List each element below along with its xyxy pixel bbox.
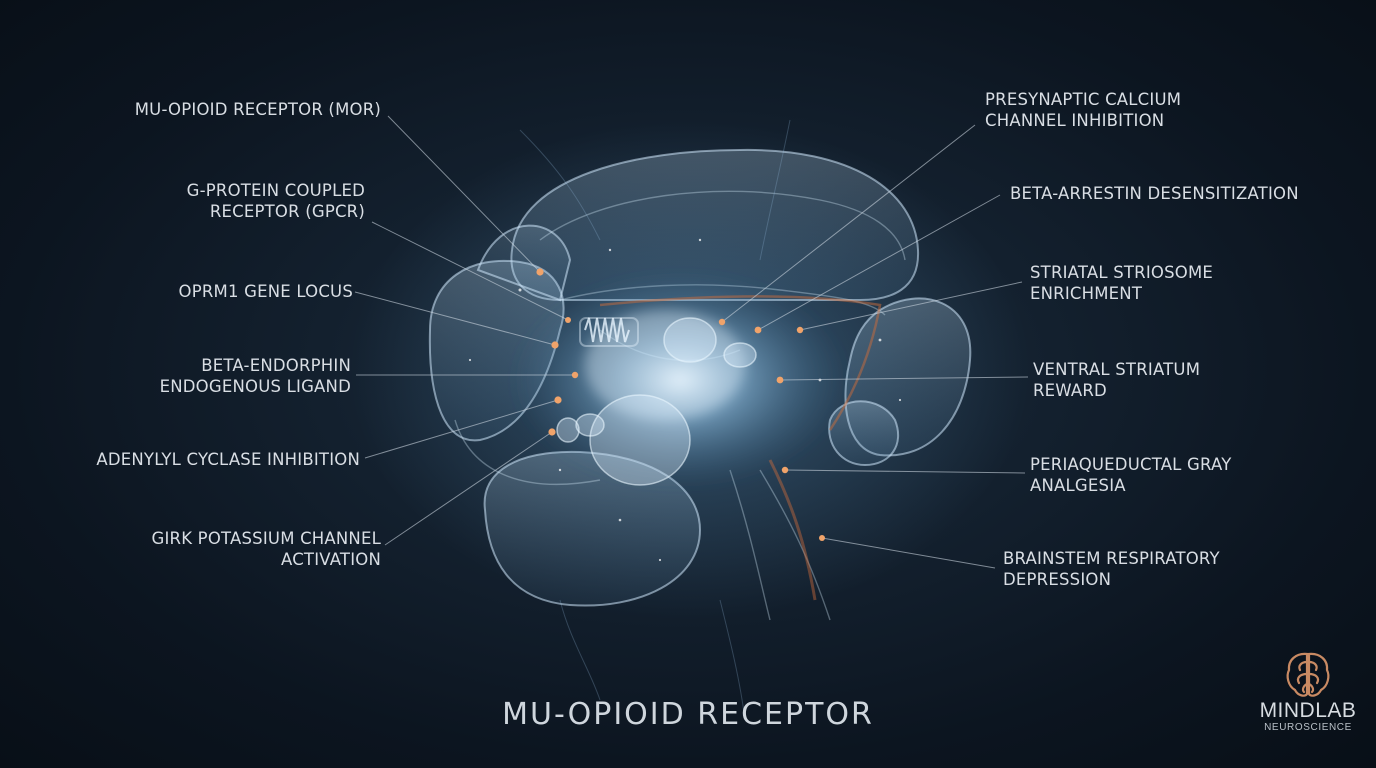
label-brainstem-respiratory: BRAINSTEM RESPIRATORY DEPRESSION — [1003, 549, 1220, 589]
anchor-dots — [536, 268, 825, 541]
label-presynaptic-calcium: PRESYNAPTIC CALCIUM CHANNEL INHIBITION — [985, 90, 1182, 130]
logo-subtitle: NEUROSCIENCE — [1264, 722, 1352, 733]
sparkles — [468, 238, 902, 562]
brain-shell — [428, 148, 972, 607]
label-mor: MU-OPIOID RECEPTOR (MOR) — [134, 100, 381, 119]
leader-lines — [354, 115, 1029, 569]
label-periaqueductal-gray: PERIAQUEDUCTAL GRAY ANALGESIA — [1030, 455, 1232, 495]
nerve-threads — [519, 119, 791, 721]
mindlab-logo: MINDLAB NEUROSCIENCE — [1252, 650, 1364, 750]
label-striatal-striosome: STRIATAL STRIOSOME ENRICHMENT — [1030, 263, 1214, 303]
label-girk: GIRK POTASSIUM CHANNEL ACTIVATION — [151, 529, 381, 569]
label-adenylyl-cyclase: ADENYLYL CYCLASE INHIBITION — [96, 450, 360, 469]
label-gpcr: G-PROTEIN COUPLED RECEPTOR (GPCR) — [186, 181, 365, 221]
label-ventral-striatum: VENTRAL STRIATUM REWARD — [1033, 360, 1201, 400]
diagram-title: MU-OPIOID RECEPTOR — [502, 697, 874, 732]
label-beta-endorphin: BETA-ENDORPHIN ENDOGENOUS LIGAND — [159, 356, 351, 396]
receptor-coil — [579, 317, 639, 347]
pathway-tract — [599, 295, 882, 431]
label-oprm1: OPRM1 GENE LOCUS — [178, 282, 353, 301]
label-beta-arrestin: BETA-ARRESTIN DESENSITIZATION — [1010, 184, 1299, 203]
brain-logo-icon — [1286, 652, 1330, 697]
logo-name: MINDLAB — [1259, 699, 1357, 722]
receptor-cluster — [556, 317, 757, 486]
